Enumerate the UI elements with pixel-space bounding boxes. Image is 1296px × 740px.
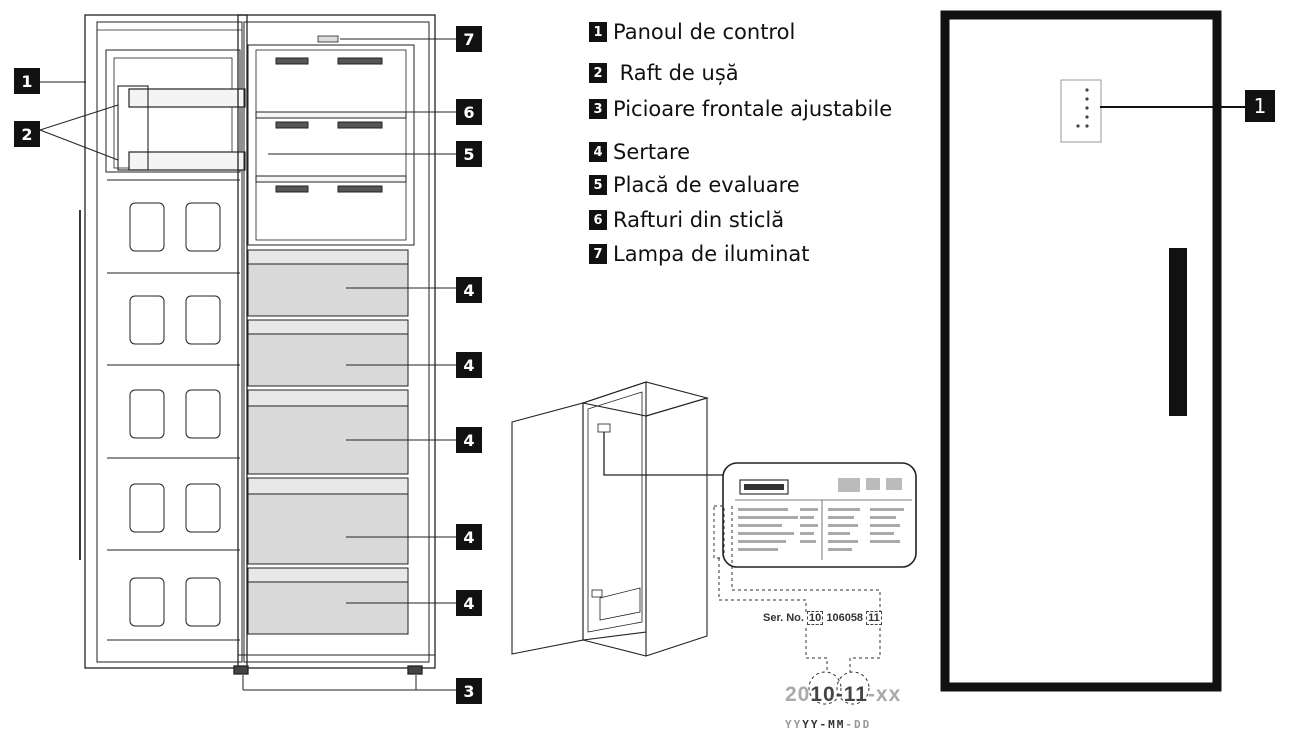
legend-label: Picioare frontale ajustabile: [613, 97, 893, 121]
date-year: 10: [810, 683, 836, 706]
door-shelf-lower: [128, 151, 246, 171]
callout-drawer-3: 4: [456, 427, 482, 453]
door-shelf-upper: [128, 88, 246, 108]
legend-number: 3: [589, 99, 607, 119]
callout-drawer-1: 4: [456, 277, 482, 303]
door-handle: [1169, 248, 1187, 416]
legend-item-drawers: 4 Sertare: [589, 139, 690, 165]
serial-connectors: [713, 505, 881, 705]
callout-glass-shelves: 6: [456, 99, 482, 125]
legend-number: 1: [589, 22, 607, 42]
front-foot-right: [407, 665, 423, 675]
date-separator: -: [835, 683, 844, 706]
callout-drawer-2: 4: [456, 352, 482, 378]
legend-item-glass-shelves: 6 Rafturi din sticlă: [589, 207, 784, 233]
callout-control-panel: 1: [1245, 90, 1275, 122]
legend-label: Panoul de control: [613, 20, 796, 44]
serial-month-part: 11: [866, 611, 882, 625]
date-format-separator: -: [845, 718, 854, 731]
freezer-front-view: [79, 14, 456, 691]
callout-rating-plate: 5: [456, 141, 482, 167]
legend-item-lamp: 7 Lampa de iluminat: [589, 241, 810, 267]
date-format-century: YY: [785, 718, 803, 731]
callout-door: 1: [14, 68, 40, 94]
callout-feet: 3: [456, 678, 482, 704]
serial-prefix: Ser. No.: [763, 612, 804, 624]
lamp: [317, 35, 339, 43]
date-format-separator: -: [819, 718, 829, 731]
date-day: xx: [875, 683, 902, 706]
callout-door-shelf: 2: [14, 121, 40, 147]
callout-lamp: 7: [456, 26, 482, 52]
date-format: YYYY-MM-DD: [785, 718, 871, 731]
legend-label: Sertare: [613, 140, 691, 164]
freezer-closed-door: [940, 10, 1245, 692]
legend-item-door-shelf: 2 Raft de ușă: [589, 60, 739, 86]
control-panel: [1060, 79, 1102, 143]
freezer-perspective-view: [511, 381, 710, 657]
legend-number: 5: [589, 175, 607, 195]
door-outline: [84, 14, 248, 669]
legend-number: 7: [589, 244, 607, 264]
callout-lines: [39, 38, 456, 604]
legend-item-rating-plate: 5 Placă de evaluare: [589, 172, 800, 198]
glass-shelves: [255, 57, 407, 193]
serial-year-part: 10: [807, 611, 824, 625]
date-format-month: MM: [828, 718, 846, 731]
date-format-day: DD: [854, 718, 872, 731]
legend-label: Raft de ușă: [613, 61, 739, 85]
legend-label: Rafturi din sticlă: [613, 208, 785, 232]
date-format-year: YY: [802, 718, 820, 731]
serial-middle: 106058: [826, 612, 864, 624]
door-inner-outline: [96, 21, 243, 663]
drawers: [247, 249, 409, 635]
legend-label: Lampa de iluminat: [613, 242, 810, 266]
serial-number: Ser. No. 10 106058 11: [763, 611, 882, 625]
date-century: 20: [785, 683, 811, 706]
door-compartments: [107, 179, 240, 641]
legend-number: 2: [589, 63, 607, 83]
callout-drawer-4: 4: [456, 524, 482, 550]
legend-item-feet: 3 Picioare frontale ajustabile: [589, 96, 892, 122]
date-separator: -: [867, 683, 876, 706]
legend-label: Placă de evaluare: [613, 173, 800, 197]
door-shelf-frame: [105, 49, 241, 173]
production-date-code: 2010-11-xx: [785, 683, 901, 707]
legend-item-control-panel: 1 Panoul de control: [589, 19, 795, 45]
rating-plate-label: [722, 462, 917, 568]
callout-drawer-5: 4: [456, 590, 482, 616]
front-foot-left: [233, 665, 249, 675]
date-month: 11: [843, 683, 868, 706]
legend-number: 4: [589, 142, 607, 162]
legend-number: 6: [589, 210, 607, 230]
upper-compartment: [247, 44, 415, 246]
